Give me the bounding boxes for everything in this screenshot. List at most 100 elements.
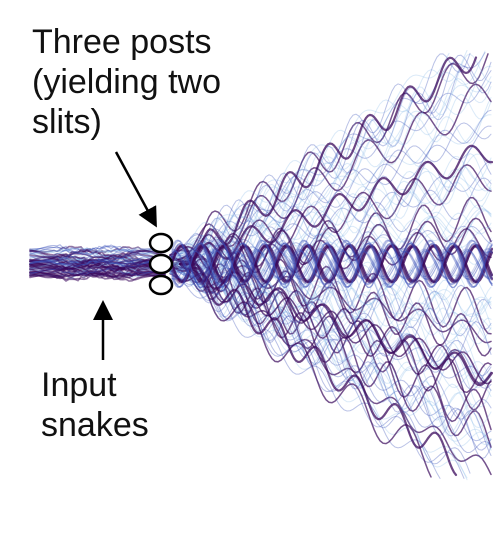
input-label-line-1: Input: [41, 366, 117, 404]
post-bottom: [148, 274, 174, 296]
braid-strand: [171, 242, 493, 289]
diffracted-snake: [169, 160, 492, 274]
input-snake: [29, 247, 166, 253]
diffracted-snake: [169, 265, 492, 318]
diffracted-snake: [169, 261, 468, 481]
diffracted-snake: [169, 125, 492, 255]
three-posts-label: Three posts (yielding two slits): [32, 22, 221, 142]
input-snake: [29, 247, 166, 254]
input-snake: [29, 267, 166, 277]
diffracted-snake: [169, 83, 492, 261]
input-snake: [29, 269, 166, 279]
input-snake: [29, 261, 166, 273]
diffracted-snake: [169, 271, 492, 451]
diffracted-snake: [169, 164, 492, 263]
posts-arrow: [114, 151, 157, 228]
diffracted-snake: [169, 166, 492, 272]
diffracted-snake: [169, 257, 492, 353]
input-snake: [29, 252, 166, 260]
diffracted-snake: [169, 76, 492, 262]
diffracted-snake: [169, 53, 489, 256]
diffracted-snake: [169, 268, 492, 377]
diffracted-snake: [169, 257, 492, 330]
diffracted-snake: [169, 153, 492, 277]
diffracted-snake: [169, 181, 492, 264]
diffracted-snake: [169, 262, 471, 474]
braid-strand: [171, 239, 493, 285]
posts-label-line-2: (yielding two: [32, 63, 221, 101]
diffracted-snake: [169, 52, 471, 261]
diffracted-snake: [169, 261, 492, 429]
diffracted-snake: [169, 209, 492, 281]
diffracted-snake: [169, 258, 492, 330]
post-top: [148, 232, 174, 254]
diffracted-snake: [169, 246, 492, 359]
diffracted-snake: [169, 268, 492, 454]
diffracted-snake: [169, 196, 492, 281]
diffracted-snake: [169, 260, 492, 440]
diffracted-snake: [169, 255, 492, 344]
input-snake: [29, 249, 166, 256]
input-snake: [29, 258, 166, 271]
input-snake: [29, 271, 166, 278]
diffracted-snake: [169, 259, 492, 408]
diffracted-snake: [169, 264, 492, 446]
diffracted-snake: [169, 65, 492, 261]
input-snake: [29, 259, 166, 268]
input-snake: [29, 246, 166, 255]
braid-strand: [170, 245, 493, 284]
diffracted-snake: [169, 109, 492, 260]
diffracted-snake: [169, 269, 492, 456]
diffracted-snake: [169, 70, 492, 256]
input-snakes-label: Input snakes: [41, 365, 149, 445]
diffracted-snake: [169, 263, 492, 349]
input-snake: [29, 266, 166, 278]
posts-label-line-1: Three posts: [32, 23, 212, 61]
braid-strand: [171, 250, 493, 280]
diffracted-snake: [169, 54, 492, 270]
diffracted-snake: [169, 254, 492, 357]
braid-strand: [171, 242, 493, 288]
diffraction-waves: [169, 50, 493, 481]
braid-strand: [171, 242, 493, 289]
input-snakes-bundle: [29, 244, 166, 282]
diffracted-snake: [169, 266, 492, 345]
braid-strand: [171, 250, 493, 280]
envelope-snake: [178, 56, 478, 266]
braid-strand: [171, 250, 493, 280]
braid-strand: [171, 239, 493, 285]
post-middle: [148, 253, 174, 275]
diffracted-snake: [169, 267, 492, 316]
input-label-line-2: snakes: [41, 406, 149, 444]
envelope-snake: [178, 262, 458, 476]
posts-group: [148, 232, 174, 296]
diffracted-snake: [169, 175, 492, 259]
diffracted-snake: [169, 255, 492, 447]
input-snake: [29, 260, 166, 267]
diffracted-snake: [169, 155, 492, 267]
diffracted-snake: [169, 262, 432, 478]
diffracted-snake: [169, 257, 468, 479]
diffracted-snake: [169, 212, 492, 274]
diffracted-snake: [169, 270, 441, 479]
braid-strand: [171, 250, 493, 280]
input-snake: [29, 245, 166, 254]
braid-strand: [171, 248, 493, 278]
diffracted-snake: [169, 65, 492, 261]
diffracted-snake: [169, 269, 492, 389]
braid-strand: [171, 240, 493, 286]
input-snake: [29, 252, 166, 264]
diffracted-snake: [169, 262, 492, 411]
braid-strand: [171, 248, 493, 278]
diffracted-snake: [169, 93, 492, 262]
braid-strand: [171, 248, 493, 278]
braid-strand: [171, 248, 493, 278]
diffracted-snake: [169, 53, 492, 273]
diffracted-snake: [169, 234, 492, 282]
braid-strand: [171, 242, 493, 289]
braid-strand: [171, 239, 493, 286]
interference-braid: [170, 239, 493, 289]
diffracted-snake: [169, 168, 492, 264]
diffracted-snake: [169, 258, 492, 450]
